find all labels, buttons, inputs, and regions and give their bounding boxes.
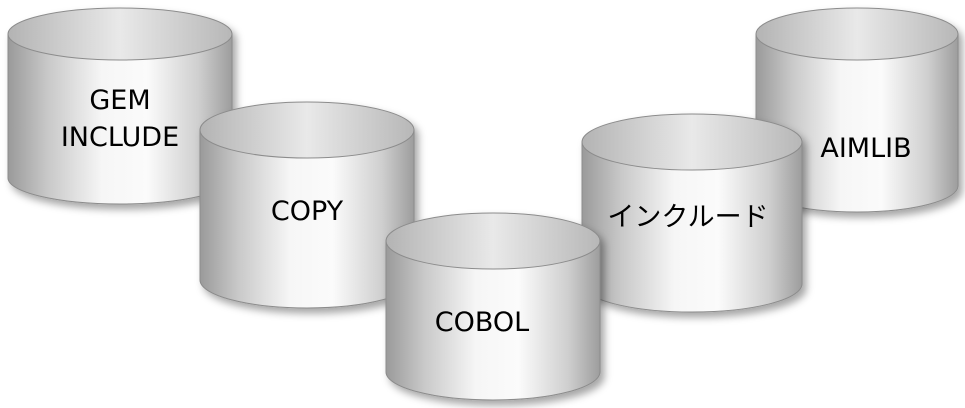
cylinder-cobol: COBOL bbox=[385, 212, 601, 401]
cylinder-label-include: INCLUDE bbox=[61, 122, 179, 153]
cylinder-label-copy: COPY bbox=[271, 196, 344, 227]
cylinder-label-aimlib: AIMLIB bbox=[820, 133, 911, 164]
cylinder-label-gem: GEM bbox=[89, 85, 150, 116]
cylinder-copy: COPY bbox=[199, 101, 415, 309]
cylinder-label-cobol: COBOL bbox=[435, 307, 529, 338]
cylinder-aimlib: AIMLIB bbox=[755, 7, 959, 213]
cylinder-gem-include: GEM INCLUDE bbox=[7, 7, 233, 205]
cylinder-label-include-jp: インクルード bbox=[607, 202, 768, 233]
cylinder-include-jp: インクルード bbox=[581, 113, 803, 313]
